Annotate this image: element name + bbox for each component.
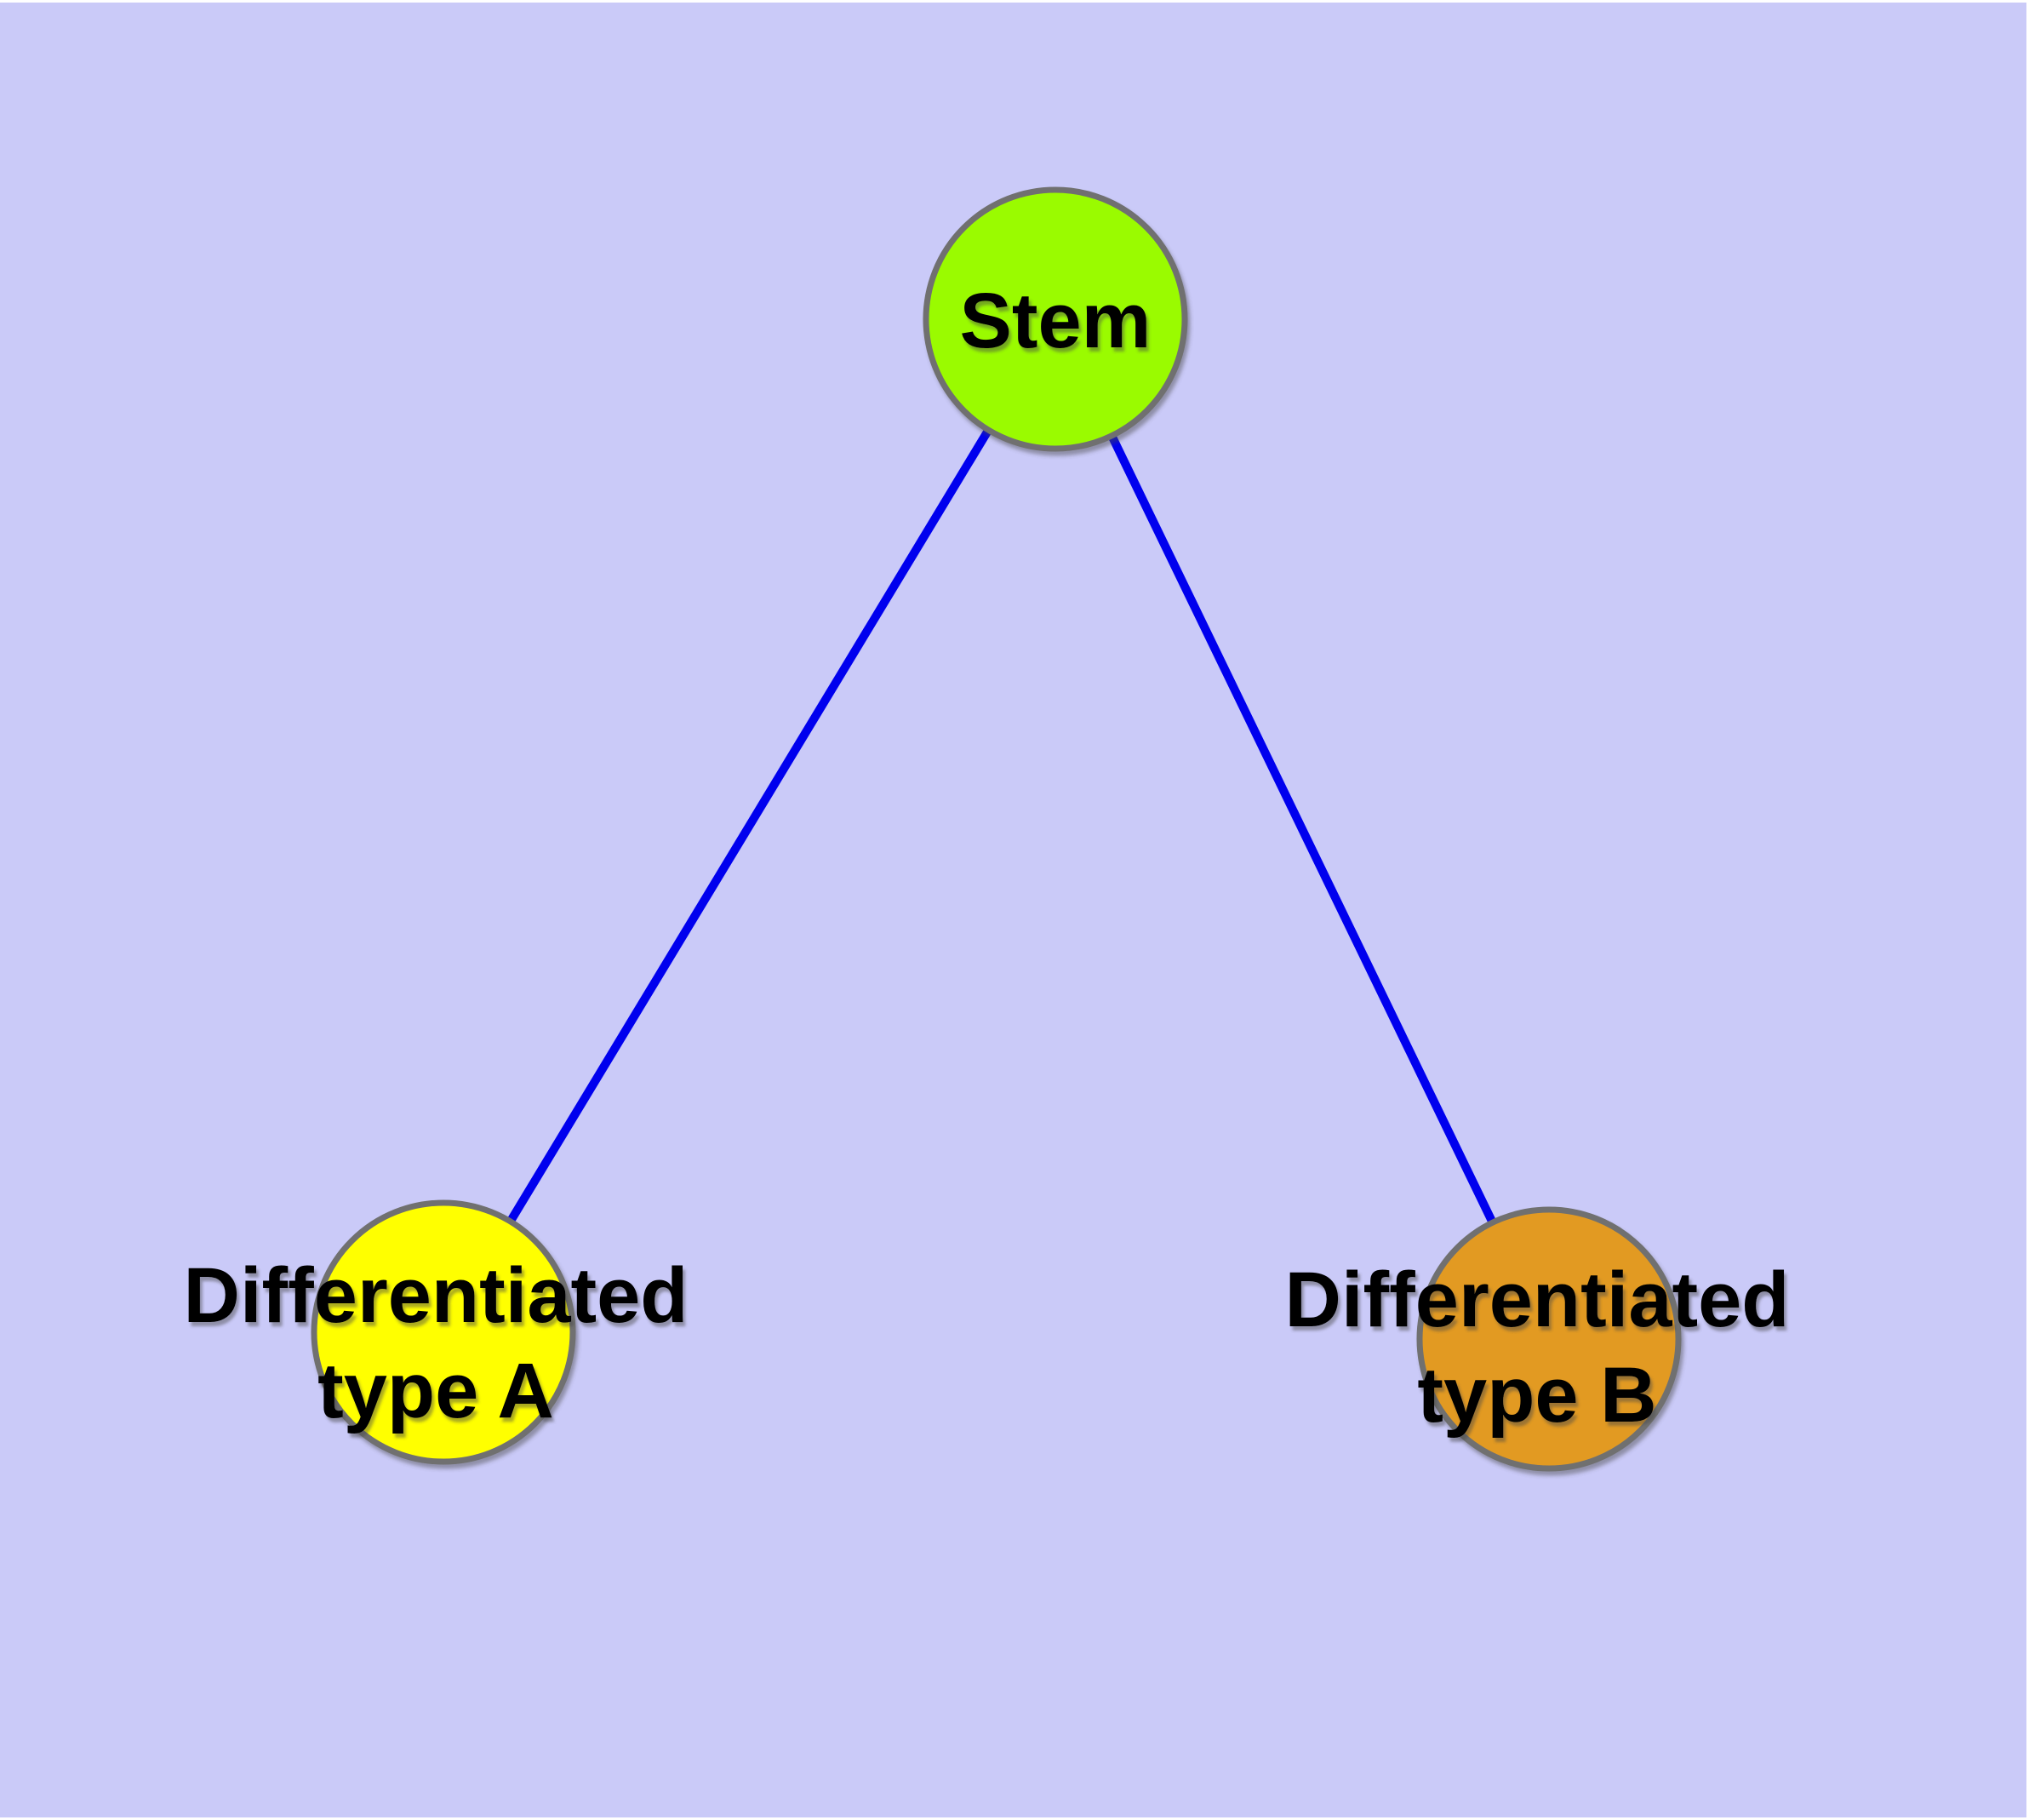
node-stem [923, 186, 1188, 452]
node-type-b-label-line2: type B [1417, 1352, 1656, 1439]
edge-stem-to-type-b [1051, 317, 1553, 1342]
node-type-a-label-line2: type A [317, 1348, 554, 1434]
edges [439, 317, 1553, 1342]
node-type-a-label-line1: Differentiated [184, 1252, 689, 1339]
nodes [311, 186, 1682, 1472]
node-type-b [1416, 1206, 1682, 1472]
node-type-a [311, 1199, 576, 1465]
node-labels: Stem Differentiated type A Differentiate… [184, 278, 1790, 1439]
node-stem-label: Stem [960, 278, 1152, 364]
edge-stem-to-type-a [439, 317, 1060, 1335]
node-type-b-label-line1: Differentiated [1285, 1256, 1790, 1343]
